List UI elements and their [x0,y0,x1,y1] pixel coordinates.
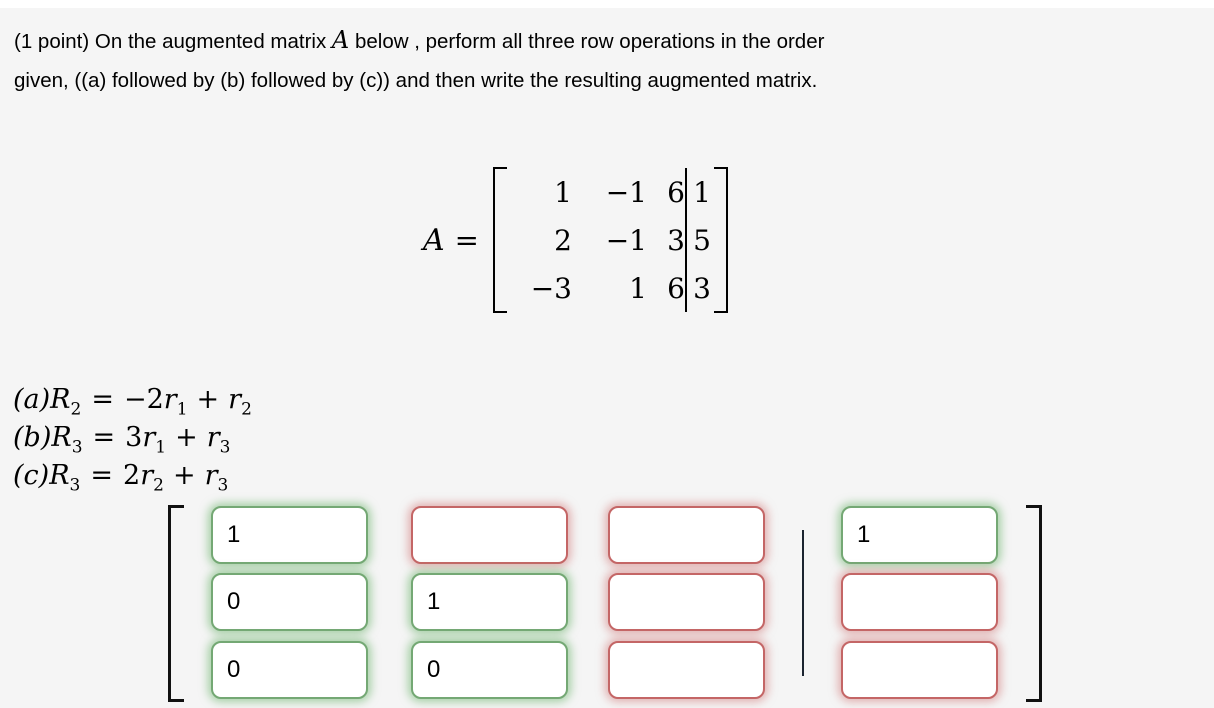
answer-input-r1c1[interactable] [211,506,368,564]
op-variable: r [163,384,177,415]
op-lhs-subscript: 3 [71,437,83,458]
answer-input-r1c2[interactable] [411,506,568,564]
op-variable: r [142,422,156,453]
op-plus: + [196,384,220,415]
matrix-cell: 1 [629,271,647,305]
matrix-left-bracket [492,167,507,313]
row-operation-a: (a)R2=−2r1+r2 [13,381,252,419]
answer-left-bracket [168,505,184,702]
matrix-row-3: −3 1 6 3 [510,264,711,312]
answer-input-r1c3[interactable] [608,506,765,564]
op-label: (b) [13,422,52,453]
matrix-cell: 6 [667,271,685,305]
matrix-cell: 6 [667,175,685,209]
matrix-cell: 1 [554,175,572,209]
op-lhs-subscript: 3 [69,475,81,496]
op-equals: = [90,460,113,491]
matrix-A-display: A = 1 −1 6 1 2 −1 3 5 −3 1 6 3 [423,167,728,313]
answer-input-r1c4[interactable] [841,506,998,564]
answer-input-r3c3[interactable] [608,641,765,699]
op-coefficient: 3 [125,422,143,453]
op-plus: + [175,422,198,453]
matrix-augmented-cell: 3 [684,264,711,312]
matrix-cell: 3 [667,223,685,257]
op-coefficient: 2 [123,460,141,491]
problem-text-post: below , perform all three row operations… [349,30,825,53]
op-lhs-subscript: 2 [70,399,82,420]
answer-input-r2c2[interactable] [411,573,568,631]
row-operation-c: (c)R3=2r2+r3 [13,457,252,495]
matrix-A-values: 1 −1 6 1 2 −1 3 5 −3 1 6 3 [510,168,711,312]
equals-sign: = [454,223,479,257]
answer-input-r2c3[interactable] [608,573,765,631]
matrix-name-inline: A [331,26,350,54]
op-equals: = [91,384,114,415]
matrix-right-bracket [713,167,728,313]
matrix-row-1: 1 −1 6 1 [510,168,711,216]
answer-input-r2c1[interactable] [211,573,368,631]
matrix-cell: −3 [530,271,572,305]
matrix-cell: −1 [605,175,647,209]
row-operations-list: (a)R2=−2r1+r2 (b)R3=3r1+r3 (c)R3=2r2+r3 [13,381,252,495]
op-variable: r [204,460,218,491]
op-variable: r [140,460,154,491]
answer-input-r2c4[interactable] [841,573,998,631]
problem-text-pre: (1 point) On the augmented matrix [14,30,332,53]
matrix-augmented-cell: 1 [684,168,711,216]
op-variable-subscript: 3 [217,475,229,496]
op-coefficient: −2 [123,384,164,415]
op-variable: r [206,422,220,453]
answer-augmented-divider [802,530,804,676]
matrix-A-symbol: A [423,222,445,258]
matrix-cell: 2 [554,223,572,257]
matrix-row-2: 2 −1 3 5 [510,216,711,264]
op-lhs: R [50,384,71,415]
op-variable: r [228,384,242,415]
op-label: (a) [13,384,51,415]
row-operation-b: (b)R3=3r1+r3 [13,419,252,457]
matrix-cell: −1 [605,223,647,257]
matrix-augmented-cell: 5 [684,216,711,264]
op-lhs: R [51,422,72,453]
op-variable-subscript: 1 [155,437,167,458]
answer-input-r3c4[interactable] [841,641,998,699]
problem-statement: (1 point) On the augmented matrix A belo… [14,21,1174,100]
op-variable-subscript: 3 [219,437,231,458]
op-plus: + [172,460,196,491]
problem-line-1: (1 point) On the augmented matrix A belo… [14,21,1174,61]
page-background [0,8,1214,708]
op-equals: = [92,422,116,453]
op-lhs: R [49,460,70,491]
op-variable-subscript: 1 [176,399,188,420]
op-variable-subscript: 2 [153,475,164,496]
problem-line-2: given, ((a) followed by (b) followed by … [14,69,818,92]
answer-input-r3c2[interactable] [411,641,568,699]
answer-input-r3c1[interactable] [211,641,368,699]
op-label: (c) [13,460,50,491]
op-variable-subscript: 2 [241,399,252,420]
answer-right-bracket [1026,505,1042,702]
